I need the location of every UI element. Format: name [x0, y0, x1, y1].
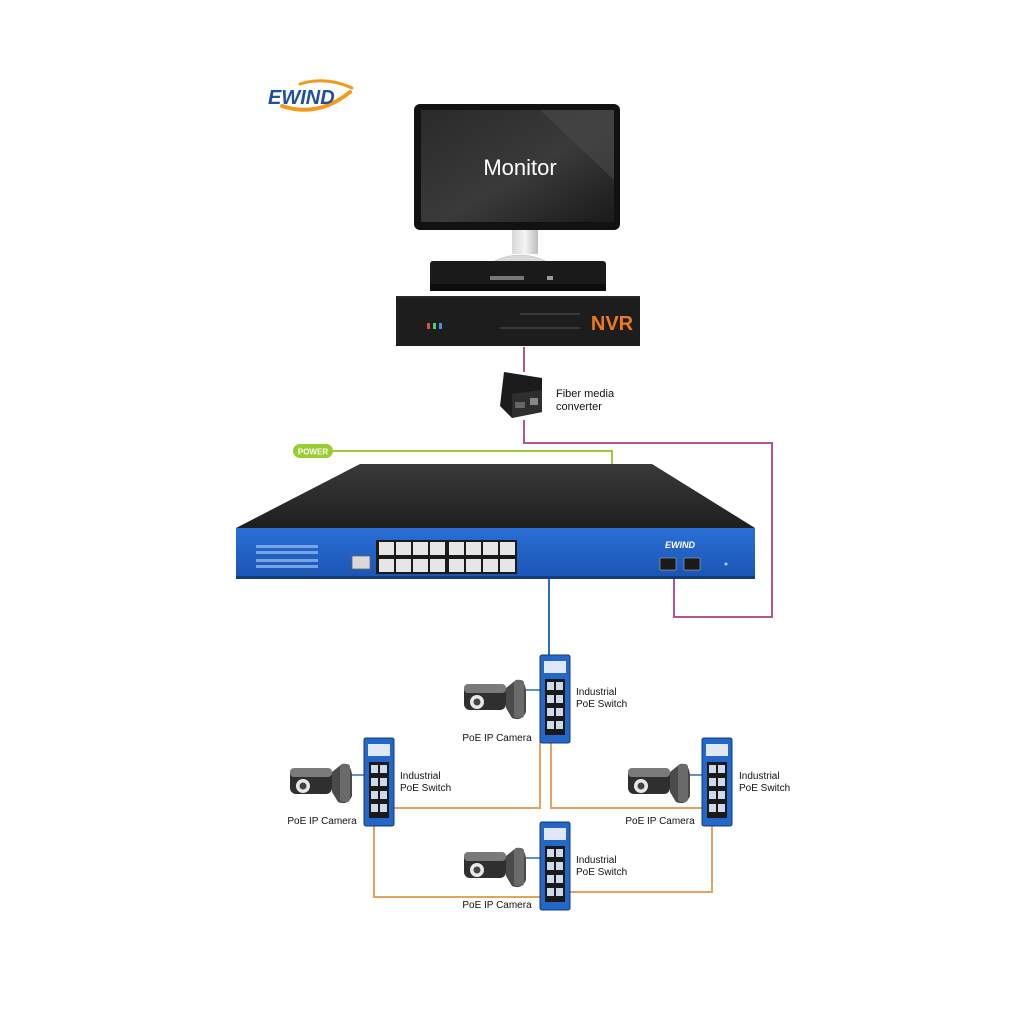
- monitor-glare: [540, 110, 614, 180]
- switch-left-label-1: Industrial: [400, 771, 441, 782]
- switch-bottom-edge: [236, 576, 755, 579]
- rj45-ports: [376, 540, 517, 574]
- switch-bottom-label-2: PoE Switch: [576, 867, 627, 878]
- converter-face: [512, 390, 542, 418]
- nvr-large-box: [396, 298, 640, 346]
- nvr-led-green: [433, 323, 436, 329]
- camera-top-label: PoE IP Camera: [462, 733, 532, 744]
- monitor-label: Monitor: [483, 155, 556, 180]
- sfp-port-1: [659, 557, 677, 571]
- monitor-base: [491, 254, 549, 263]
- camera-icon-bottom: [464, 847, 526, 888]
- camera-left-label: PoE IP Camera: [287, 816, 357, 827]
- power-badge: POWER: [293, 444, 333, 458]
- ring-left-to-bottom: [373, 826, 540, 898]
- converter-sfp: [515, 402, 525, 408]
- connections: [330, 347, 773, 898]
- switch-brand-label: EWIND: [665, 540, 695, 550]
- power-label: POWER: [298, 448, 328, 457]
- switch-top-label-2: PoE Switch: [576, 699, 627, 710]
- ring-right-to-bottom: [570, 826, 713, 893]
- ewind-logo: EWIND: [268, 79, 354, 112]
- nvr-small-front: [430, 284, 606, 291]
- industrial-switch-top: [539, 654, 571, 744]
- logo-swoosh-top: [298, 79, 354, 90]
- camera-icon-top: [464, 679, 526, 720]
- switch-right-label-2: PoE Switch: [739, 783, 790, 794]
- ring-top-to-right: [550, 742, 704, 809]
- fiber-media-converter: Fiber media converter: [500, 372, 615, 418]
- logo-swoosh: [280, 90, 352, 112]
- switch-led-panel: [256, 545, 318, 568]
- logo-text: EWIND: [268, 87, 335, 109]
- core-poe-switch: EWIND: [236, 464, 755, 579]
- monitor-neck: [512, 230, 538, 254]
- converter-port: [530, 398, 538, 405]
- status-led: [724, 562, 728, 566]
- monitor: Monitor: [414, 104, 620, 263]
- power-badge-bg: [293, 444, 333, 458]
- console-port: [351, 555, 371, 570]
- power-line: [330, 450, 613, 464]
- camera-bottom-label: PoE IP Camera: [462, 900, 532, 911]
- ring-top-to-left: [392, 742, 541, 809]
- nvr-device: NVR: [396, 261, 640, 346]
- switch-left-label-2: PoE Switch: [400, 783, 451, 794]
- switch-top-cover: [236, 464, 755, 528]
- switch-bottom-label-1: Industrial: [576, 855, 617, 866]
- nvr-button: [547, 276, 553, 280]
- converter-label-line1: Fiber media: [556, 388, 615, 400]
- camera-icon-right: [628, 763, 690, 804]
- nvr-disc-slot: [490, 276, 524, 280]
- nvr-label: NVR: [591, 313, 634, 335]
- camera-right-label: PoE IP Camera: [625, 816, 695, 827]
- industrial-switch-right: [701, 737, 733, 827]
- sfp-port-2: [683, 557, 701, 571]
- switch-top-label-1: Industrial: [576, 687, 617, 698]
- switch-right-label-1: Industrial: [739, 771, 780, 782]
- camera-icon-left: [290, 763, 352, 804]
- industrial-switch-left: [363, 737, 395, 827]
- nvr-led-red: [427, 323, 430, 329]
- nvr-led-blue: [439, 323, 442, 329]
- industrial-switch-bottom: [539, 821, 571, 911]
- fiber-link: [523, 420, 773, 618]
- converter-label-line2: converter: [556, 401, 602, 413]
